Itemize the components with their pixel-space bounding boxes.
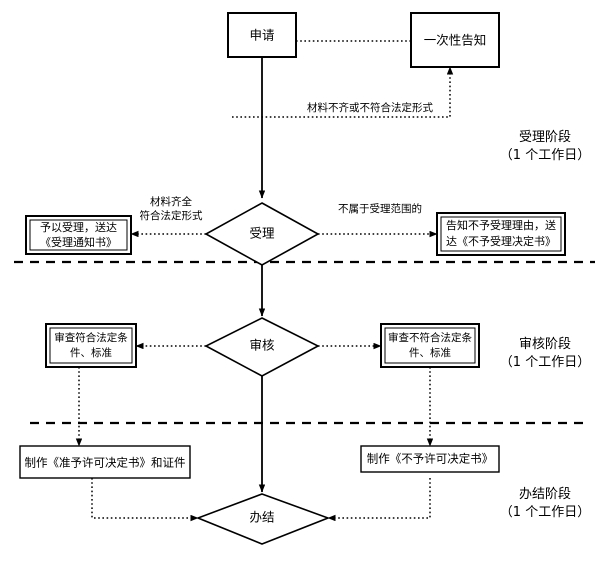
edge-label-materials-incomplete: 材料不齐或不符合法定形式 [307,101,433,114]
node-permit-grant[interactable]: 制作《准予许可决定书》和证件 [19,445,191,479]
node-accept[interactable]: 受理 [204,202,320,266]
node-review-pass-line1: 审查符合法定条 [54,331,128,344]
node-permit-deny[interactable]: 制作《不予许可决定书》 [360,445,500,473]
node-accept-no-line2: 达《不予受理决定书》 [446,234,556,248]
stage-label-review-duration: （1 个工作日） [500,355,590,370]
node-review-fail[interactable]: 审查不符合法定条 件、标准 [380,323,480,368]
edge-permit-grant-to-finish [91,478,199,522]
node-accept-yes-line1: 予以受理，送达 [40,220,117,234]
node-accept-no[interactable]: 告知不予受理理由，送 达《不予受理决定书》 [436,212,566,256]
node-review-pass[interactable]: 审查符合法定条 件、标准 [45,323,137,368]
node-review-fail-line2: 件、标准 [409,347,451,359]
node-one-time-notice-label: 一次性告知 [424,33,487,48]
edge-label-materials-complete-line2: 符合法定形式 [140,209,203,222]
node-apply[interactable]: 申请 [227,12,297,58]
edge-permit-deny-to-finish [327,478,431,522]
node-review-pass-line2: 件、标准 [70,347,112,359]
node-review-label: 审核 [249,338,275,353]
node-permit-grant-label: 制作《准予许可决定书》和证件 [25,456,186,470]
node-finish-label: 办结 [249,510,274,525]
stage-label-accept: 受理阶段 （1 个工作日） [500,130,590,163]
stage-label-accept-duration: （1 个工作日） [500,148,590,163]
stage-label-finish: 办结阶段 （1 个工作日） [500,487,590,520]
edge-label-materials-complete-line1: 材料齐全 [150,195,192,208]
node-accept-no-line1: 告知不予受理理由，送 [446,218,556,232]
edge-label-out-of-scope: 不属于受理范围的 [338,202,422,215]
node-accept-label: 受理 [249,226,275,241]
stage-label-accept-name: 受理阶段 [519,130,571,145]
node-one-time-notice[interactable]: 一次性告知 [410,12,500,68]
stage-label-finish-duration: （1 个工作日） [500,505,590,520]
node-finish[interactable]: 办结 [195,493,331,545]
node-review-fail-line1: 审查不符合法定条 [388,331,472,344]
stage-label-review: 审核阶段 （1 个工作日） [500,337,590,370]
node-permit-deny-label: 制作《不予许可决定书》 [367,452,494,466]
edge-accept-to-onetime-notice [232,66,454,118]
node-apply-label: 申请 [249,28,274,43]
node-accept-yes-line2: 《受理通知书》 [40,235,117,249]
stage-label-review-name: 审核阶段 [519,337,571,352]
node-review[interactable]: 审核 [204,317,320,377]
stage-label-finish-name: 办结阶段 [519,487,571,502]
node-accept-yes[interactable]: 予以受理，送达 《受理通知书》 [25,215,132,255]
